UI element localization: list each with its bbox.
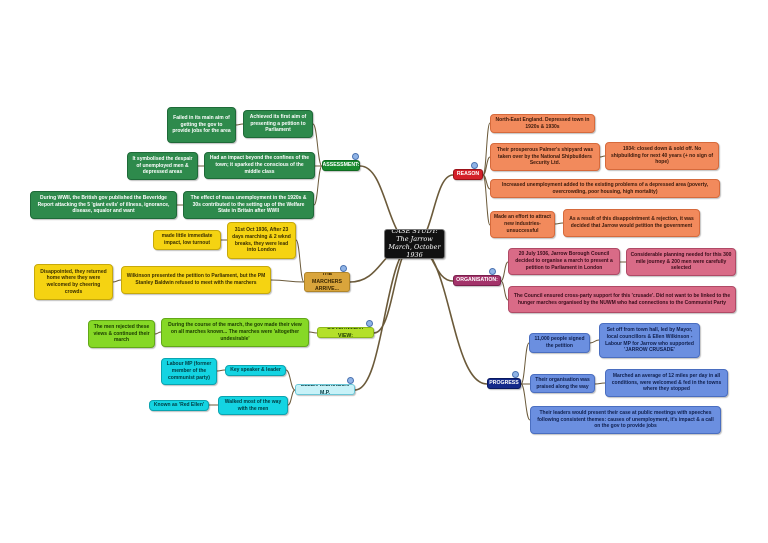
ellen-item-4[interactable]: Walked most of the way with the men	[218, 396, 288, 415]
progress-item-4[interactable]: Marched an average of 12 miles per day i…	[605, 369, 728, 397]
reason-item-6[interactable]: As a result of this disappointment & rej…	[563, 209, 700, 237]
branch-reason[interactable]: REASON	[453, 169, 483, 180]
connector-line	[216, 369, 226, 372]
gov-item-1[interactable]: The men rejected these views & continued…	[88, 320, 155, 348]
info-badge-icon[interactable]	[489, 268, 496, 275]
connector-line	[520, 383, 531, 421]
arrive-item-3[interactable]: Disappointed, they returned home where t…	[34, 264, 113, 300]
connector-line	[482, 174, 491, 226]
connector-line	[287, 389, 296, 406]
organisation-item-1[interactable]: 20 July 1936, Jarrow Borough Council dec…	[508, 248, 620, 275]
assessment-item-1[interactable]: Failed in its main aim of getting the go…	[167, 107, 236, 143]
connector-line	[554, 222, 564, 225]
connector-line	[154, 331, 162, 335]
connector-line	[313, 165, 323, 206]
assessment-item-5[interactable]: During WWII, the British gov published t…	[30, 191, 177, 219]
info-badge-icon[interactable]	[512, 371, 519, 378]
reason-item-2[interactable]: Their prosperous Palmer's shipyard was t…	[490, 143, 600, 171]
info-badge-icon[interactable]	[471, 162, 478, 169]
connector-line	[354, 243, 415, 391]
connector-line	[500, 261, 509, 282]
ellen-item-2[interactable]: Key speaker & leader	[225, 365, 286, 376]
progress-item-5[interactable]: Their leaders would present their case a…	[530, 406, 721, 434]
connector-line	[520, 342, 530, 385]
central-topic[interactable]: CASE STUDY: The Jarrow March, October 19…	[384, 229, 445, 259]
connector-line	[308, 331, 318, 334]
ellen-item-1[interactable]: Labour MP (former member of the communis…	[161, 358, 217, 385]
connector-line	[112, 279, 122, 283]
connector-line	[285, 369, 296, 391]
organisation-item-3[interactable]: The Council ensured cross-party support …	[508, 286, 736, 313]
connector-line	[295, 239, 305, 283]
info-badge-icon[interactable]	[366, 320, 373, 327]
connector-line	[312, 123, 323, 167]
connector-line	[270, 279, 305, 283]
gov-item-2[interactable]: During the course of the march, the gov …	[161, 318, 309, 347]
reason-item-4[interactable]: Increased unemployment added to the exis…	[490, 179, 720, 198]
ellen-item-3[interactable]: Known as 'Red Ellen'	[149, 400, 209, 411]
arrive-item-2[interactable]: 31st Oct 1936, After 23 days marching & …	[227, 222, 296, 259]
branch-progress[interactable]: PROGRESS	[487, 378, 521, 389]
organisation-item-2[interactable]: Considerable planning needed for this 30…	[626, 248, 736, 276]
arrive-item-1[interactable]: made little immediate impact, low turnou…	[153, 230, 221, 250]
connector-line	[500, 280, 509, 301]
reason-item-1[interactable]: North-East England. Depressed town in 19…	[490, 114, 595, 133]
branch-government-view[interactable]: GOVERNMENT VIEW:	[317, 327, 374, 338]
connector-line	[235, 123, 244, 126]
reason-item-5[interactable]: Made an effort to attract new industries…	[490, 211, 555, 238]
connector-line	[599, 155, 606, 158]
assessment-item-2[interactable]: Achieved its first aim of presenting a p…	[243, 110, 313, 138]
connector-line	[594, 382, 606, 385]
progress-item-1[interactable]: 11,000 people signed the petition	[529, 333, 590, 353]
progress-item-3[interactable]: Their organisation was praised along the…	[530, 374, 595, 393]
progress-item-2[interactable]: Set off from town hall, led by Mayor, lo…	[599, 323, 700, 358]
assessment-item-6[interactable]: The effect of mass unemployment in the 1…	[183, 191, 314, 219]
info-badge-icon[interactable]	[347, 377, 354, 384]
info-badge-icon[interactable]	[352, 153, 359, 160]
branch-marchers-arrive[interactable]: THE MARCHERS ARRIVE...	[304, 272, 350, 292]
arrive-item-4[interactable]: Wilkinson presented the petition to Parl…	[121, 266, 271, 294]
connector-line	[482, 122, 491, 176]
info-badge-icon[interactable]	[340, 265, 347, 272]
connector-line	[589, 339, 600, 344]
connector-line	[482, 156, 491, 176]
branch-ellen-wilkinson[interactable]: ELLEN WILKINSON M.P.	[295, 384, 355, 395]
connector-line	[413, 243, 488, 385]
assessment-item-4[interactable]: Had an impact beyond the confines of the…	[204, 152, 315, 179]
branch-assessment[interactable]: ASSESSMENT:	[322, 160, 360, 171]
branch-organisation[interactable]: ORGANISATION:	[453, 275, 501, 286]
reason-item-3[interactable]: 1934: closed down & sold off. No shipbui…	[605, 142, 719, 170]
assessment-item-3[interactable]: It symbolised the despair of unemployed …	[127, 152, 198, 180]
